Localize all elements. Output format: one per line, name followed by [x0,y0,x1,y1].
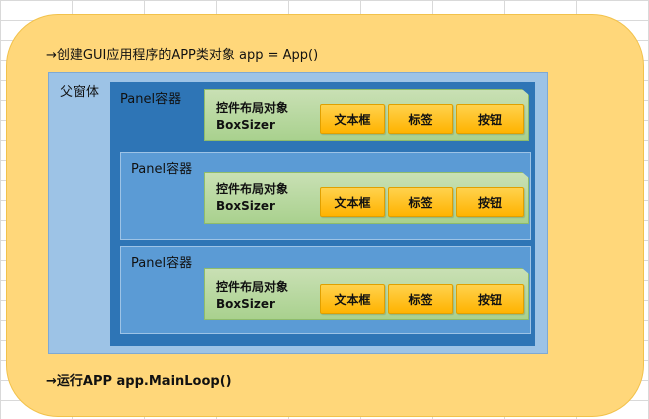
label-widget-2: 标签 [388,187,453,217]
panel-label-2: Panel容器 [131,162,193,177]
textbox-widget-2: 文本框 [320,187,385,217]
textbox-widget-1: 文本框 [320,104,385,134]
label-widget-3: 标签 [388,284,453,314]
button-widget-3: 按钮 [456,284,524,314]
boxsizer-3-title: 控件布局对象 [216,280,289,294]
textbox-widget-3: 文本框 [320,284,385,314]
parent-window-label: 父窗体 [60,85,100,100]
run-app-line: →运行APP app.MainLoop() [46,374,232,389]
boxsizer-3-label: 控件布局对象 BoxSizer [216,279,288,313]
panel-label-1: Panel容器 [120,92,182,107]
button-widget-1: 按钮 [456,104,524,134]
boxsizer-1-class: BoxSizer [216,118,275,132]
boxsizer-1-title: 控件布局对象 [216,101,289,115]
boxsizer-3-class: BoxSizer [216,297,275,311]
boxsizer-2-label: 控件布局对象 BoxSizer [216,181,288,215]
boxsizer-1-label: 控件布局对象 BoxSizer [216,100,288,134]
label-widget-1: 标签 [388,104,453,134]
app-title: →创建GUI应用程序的APP类对象 app = App() [46,48,319,63]
boxsizer-2-class: BoxSizer [216,199,275,213]
boxsizer-2-title: 控件布局对象 [216,182,289,196]
button-widget-2: 按钮 [456,187,524,217]
panel-label-3: Panel容器 [131,256,193,271]
